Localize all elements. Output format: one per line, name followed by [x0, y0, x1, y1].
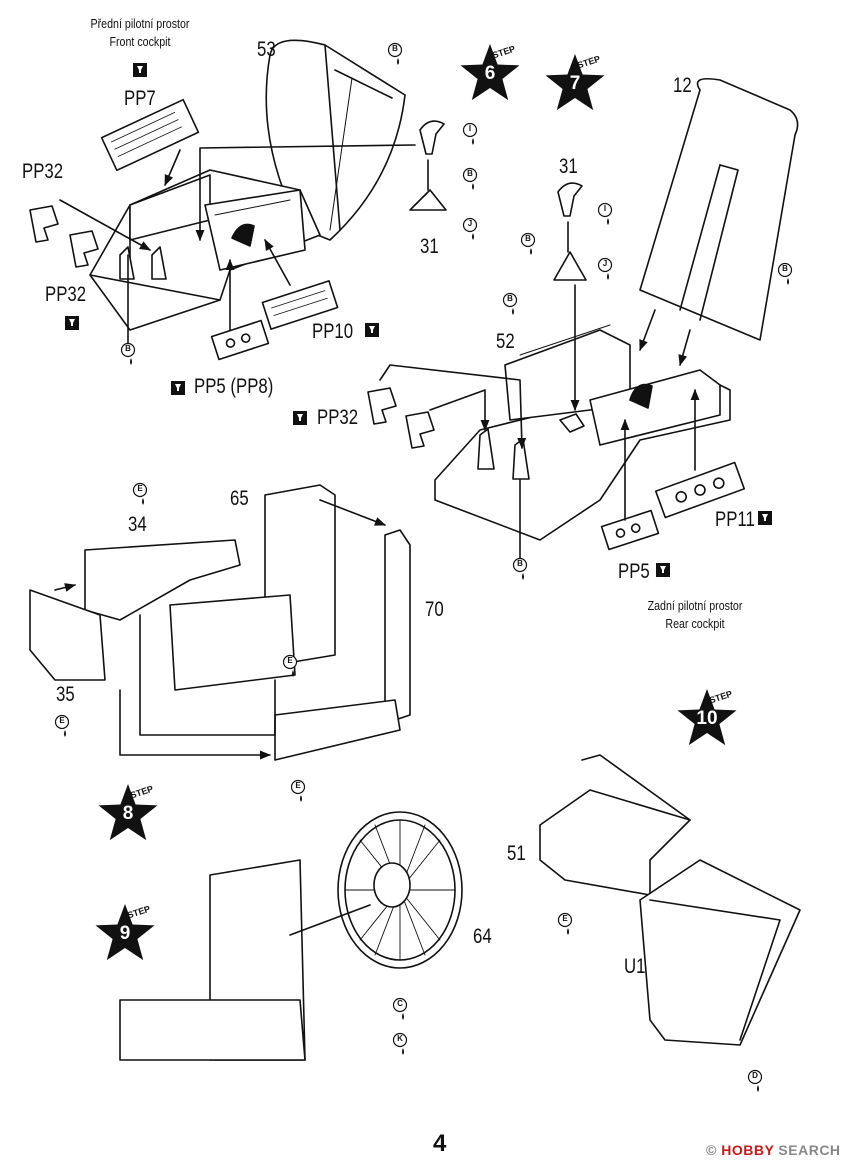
- part-pp10-label: PP10: [312, 320, 354, 343]
- paint-code-e: E: [287, 656, 293, 665]
- part-64-label: 64: [473, 925, 492, 948]
- wheel-assembly-drawing: [119, 811, 463, 1061]
- part-u1-label: U1: [624, 955, 646, 978]
- paint-code-b: B: [392, 44, 398, 53]
- paint-code-b: B: [525, 234, 531, 243]
- step-star-icon: [98, 784, 158, 841]
- step-number: 6: [484, 63, 496, 84]
- front-cockpit-caption-en: Front cockpit: [109, 34, 171, 49]
- watermark-mark: ©: [706, 1142, 717, 1158]
- step-star-icon: [545, 54, 605, 111]
- part-pp32-label-a: PP32: [22, 160, 64, 183]
- page-number: 4: [433, 1130, 447, 1157]
- box-parts-drawing: [539, 754, 801, 1046]
- paint-code-b: B: [467, 169, 473, 178]
- part-31-label-b: 31: [559, 155, 578, 178]
- part-pp32-label-c: PP32: [317, 406, 359, 429]
- watermark-brand: HOBBY: [721, 1142, 775, 1158]
- part-12-label: 12: [673, 74, 692, 97]
- front-cockpit-drawing: [29, 39, 447, 361]
- step-number: 8: [122, 803, 134, 824]
- paint-code-k: K: [397, 1034, 403, 1043]
- paint-code-j: J: [602, 259, 608, 268]
- paint-code-e: E: [137, 484, 143, 493]
- paint-code-c: C: [397, 999, 403, 1008]
- paint-code-e: E: [562, 914, 568, 923]
- rear-cockpit-caption-cs: Zadní pilotní prostor: [647, 598, 743, 613]
- part-52-label: 52: [496, 330, 515, 353]
- paint-code-b: B: [507, 294, 513, 303]
- side-frame-drawing: [29, 484, 411, 761]
- part-31-label-a: 31: [420, 235, 439, 258]
- rear-cockpit-caption-en: Rear cockpit: [665, 616, 725, 631]
- paint-code-b: B: [517, 559, 523, 568]
- step-number: 9: [119, 923, 131, 944]
- part-51-label: 51: [507, 842, 526, 865]
- paint-code-b: B: [125, 344, 131, 353]
- paint-code-d: D: [752, 1071, 758, 1080]
- step-star-icon: [95, 904, 155, 961]
- part-pp11-label: PP11: [715, 508, 755, 531]
- part-35-label: 35: [56, 683, 75, 706]
- step-star-icon: [677, 689, 737, 746]
- part-pp5-label: PP5: [618, 560, 650, 583]
- paint-code-e: E: [295, 781, 301, 790]
- watermark: © HOBBY SEARCH: [706, 1142, 841, 1158]
- step-number: 7: [569, 73, 581, 94]
- step-star-icon: [460, 44, 520, 101]
- watermark-rest: SEARCH: [774, 1142, 841, 1158]
- paint-code-e: E: [59, 716, 65, 725]
- step-number: 10: [696, 708, 718, 729]
- front-cockpit-caption-cs: Přední pilotní prostor: [90, 16, 190, 31]
- paint-code-j: J: [467, 219, 473, 228]
- part-70-label: 70: [425, 598, 444, 621]
- part-34-label: 34: [128, 513, 147, 536]
- rear-cockpit-drawing: [367, 77, 799, 561]
- part-pp7-label: PP7: [124, 87, 156, 110]
- part-pp32-label-b: PP32: [45, 283, 87, 306]
- part-53-label: 53: [257, 38, 276, 61]
- part-pp5-pp8-label: PP5 (PP8): [194, 375, 274, 398]
- paint-code-i: I: [468, 124, 472, 133]
- part-65-label: 65: [230, 487, 249, 510]
- paint-code-b: B: [782, 264, 788, 273]
- paint-code-i: I: [603, 204, 607, 213]
